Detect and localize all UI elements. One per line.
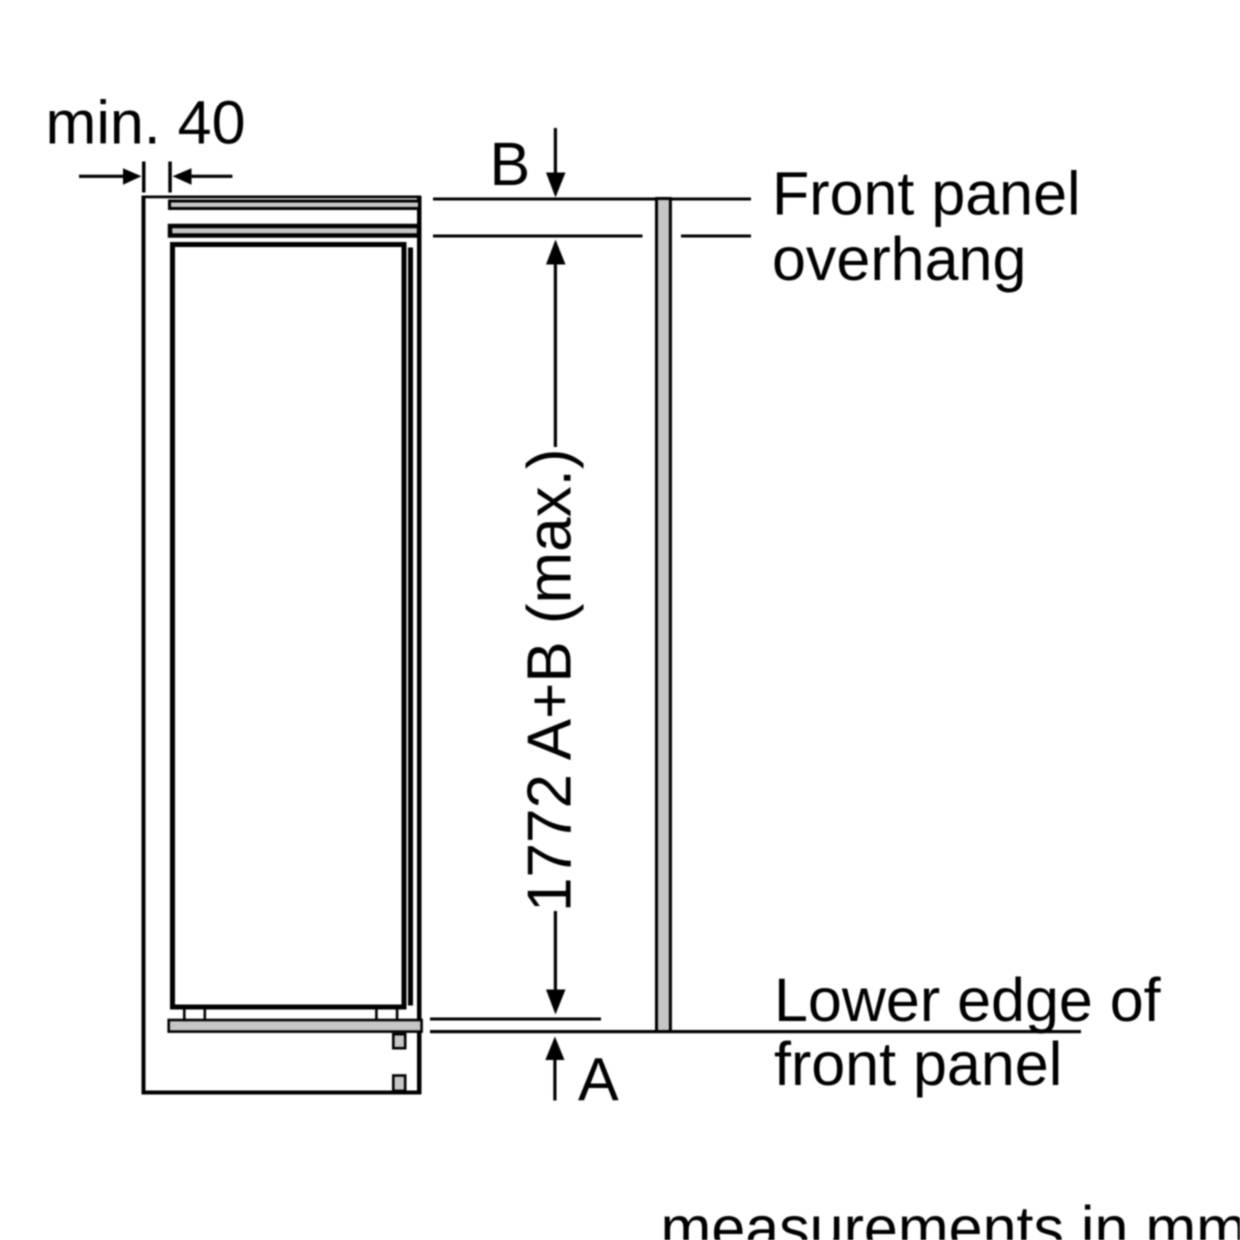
svg-text:measurements in mm: measurements in mm	[661, 1194, 1240, 1240]
svg-text:Front panel: Front panel	[772, 160, 1081, 228]
svg-text:B: B	[490, 130, 531, 198]
svg-text:A: A	[578, 1046, 619, 1114]
svg-text:min. 40: min. 40	[46, 89, 246, 157]
svg-text:front panel: front panel	[774, 1030, 1062, 1098]
svg-text:overhang: overhang	[772, 225, 1026, 293]
svg-text:1772 A+B (max.): 1772 A+B (max.)	[516, 448, 585, 912]
svg-text:Lower edge of: Lower edge of	[774, 966, 1162, 1034]
